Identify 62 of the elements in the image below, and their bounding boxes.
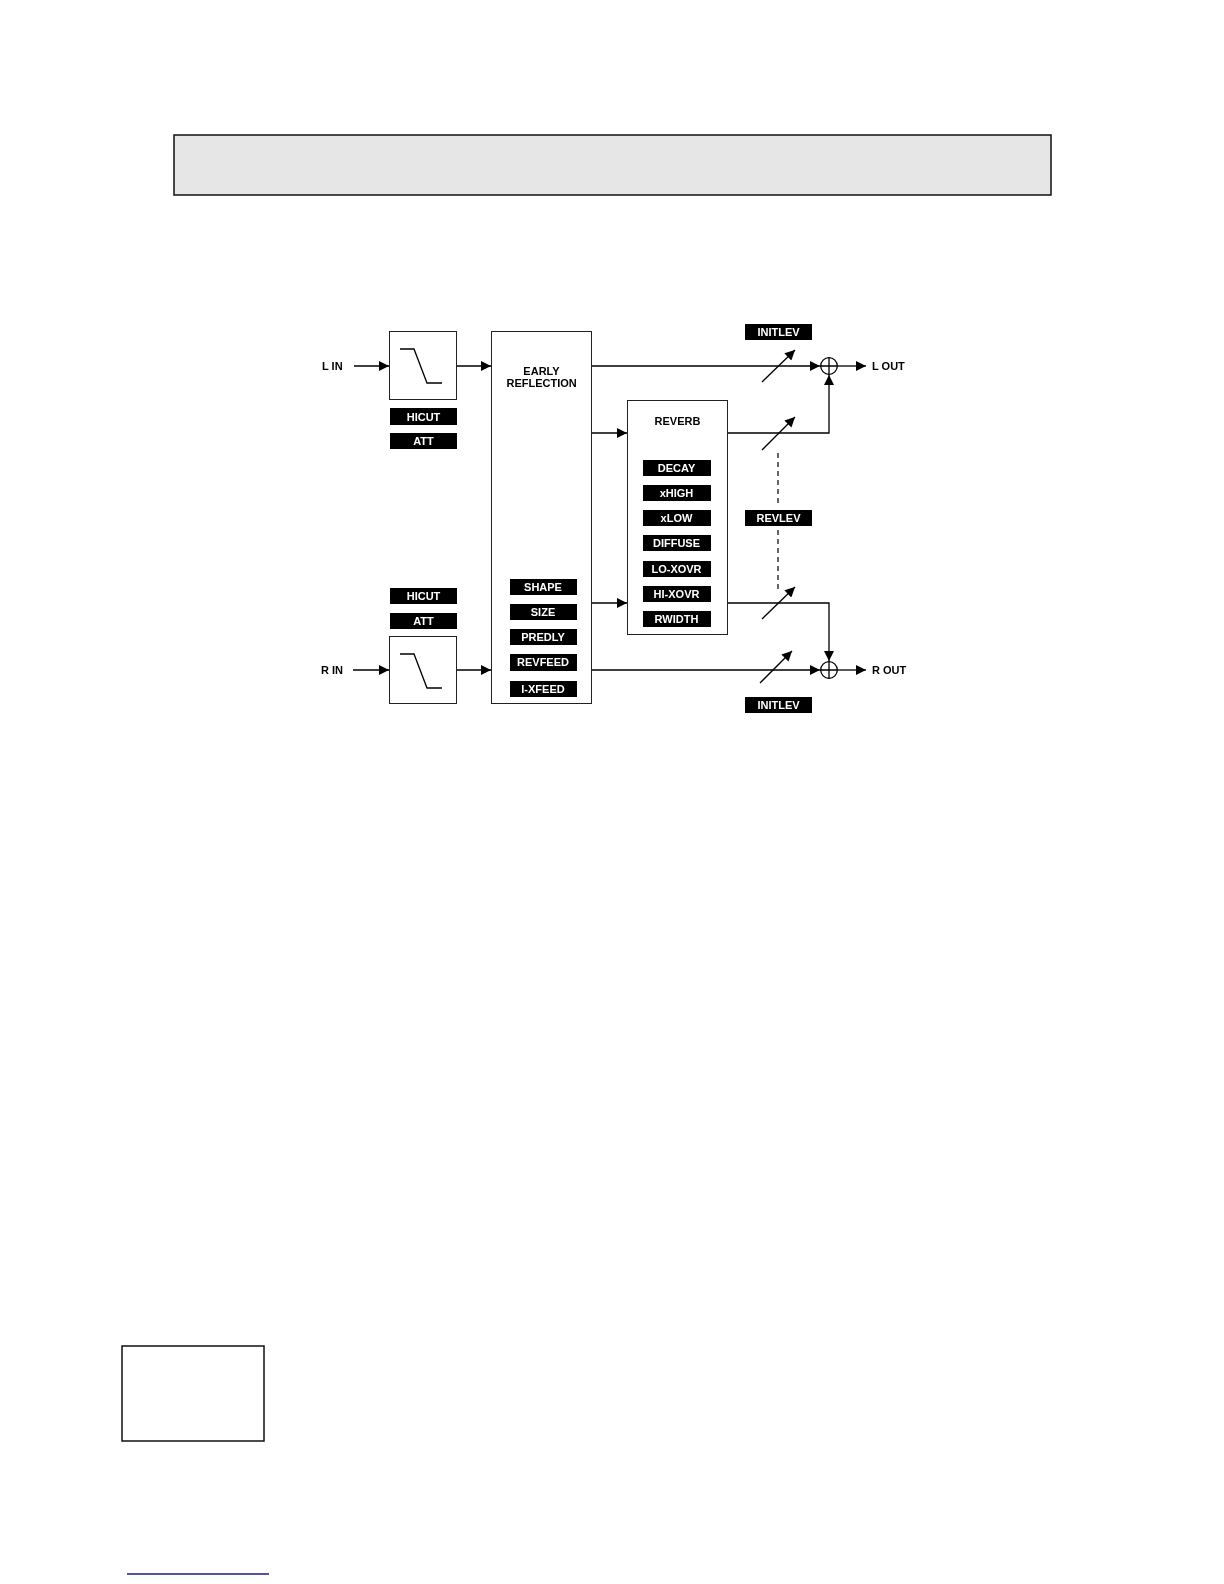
signal-arrow xyxy=(837,361,867,371)
signal-arrow xyxy=(727,374,834,434)
parameter-tag xyxy=(509,603,577,620)
parameter-tag xyxy=(642,534,711,551)
parameter-name: DIFFUSE xyxy=(652,536,701,549)
signal-arrow xyxy=(456,361,492,371)
parameter-tag xyxy=(642,459,711,476)
parameter-name: REVFEED xyxy=(517,656,569,668)
parameter-name: PREDLY xyxy=(521,630,565,643)
parameter-name: RWIDTH xyxy=(654,612,699,625)
signal-arrow xyxy=(591,665,821,675)
parameter-name: LO-XOVR xyxy=(651,562,702,575)
parameter-name: I-XFEED xyxy=(521,682,565,695)
io-label: L IN xyxy=(322,360,343,372)
signal-arrow xyxy=(352,665,390,675)
summing-junction xyxy=(820,357,838,375)
parameter-name: DECAY xyxy=(657,461,696,474)
filter-box xyxy=(389,636,457,704)
parameter-tag xyxy=(642,585,711,602)
parameter-tag xyxy=(509,628,577,645)
parameter-name: ATT xyxy=(413,435,434,447)
parameter-tag xyxy=(509,578,577,595)
parameter-name: INITLEV xyxy=(757,326,800,338)
signal-arrow xyxy=(353,361,390,371)
parameter-name: SHAPE xyxy=(524,580,562,593)
signal-arrow xyxy=(591,428,628,438)
parameter-name: xHIGH xyxy=(659,486,694,499)
parameter-tag xyxy=(642,484,711,501)
io-label: R OUT xyxy=(872,664,907,676)
parameter-tag xyxy=(642,560,711,577)
signal-arrow xyxy=(837,665,867,675)
parameter-tag xyxy=(745,324,812,340)
io-label: L OUT xyxy=(872,360,905,372)
filter-box xyxy=(389,331,457,400)
summing-junction xyxy=(820,661,838,679)
parameter-name: HICUT xyxy=(406,590,441,602)
parameter-tag xyxy=(390,408,457,425)
block-title: REVERB xyxy=(653,415,702,427)
parameter-name: INITLEV xyxy=(757,699,800,711)
parameter-tag xyxy=(642,509,711,526)
block-title: EARLY REFLECTION xyxy=(506,365,577,389)
process-block xyxy=(491,331,592,704)
parameter-name: REVLEV xyxy=(756,512,801,524)
signal-arrow xyxy=(591,598,628,608)
parameter-name: xLOW xyxy=(660,511,693,524)
signal-arrow xyxy=(456,665,492,675)
parameter-tag xyxy=(745,510,812,526)
parameter-tag xyxy=(390,613,457,629)
parameter-name: HICUT xyxy=(406,410,441,423)
parameter-name: HI-XOVR xyxy=(653,587,700,600)
parameter-name: SIZE xyxy=(530,605,556,618)
parameter-name: ATT xyxy=(413,615,434,627)
parameter-tag xyxy=(642,610,711,627)
parameter-tag xyxy=(390,433,457,449)
parameter-tag xyxy=(509,680,577,697)
signal-arrow xyxy=(727,602,834,662)
parameter-tag xyxy=(745,697,812,713)
parameter-tag xyxy=(390,588,457,604)
io-label: R IN xyxy=(321,664,343,676)
parameter-tag xyxy=(509,653,577,671)
signal-arrow xyxy=(591,361,821,371)
process-block xyxy=(627,400,728,635)
